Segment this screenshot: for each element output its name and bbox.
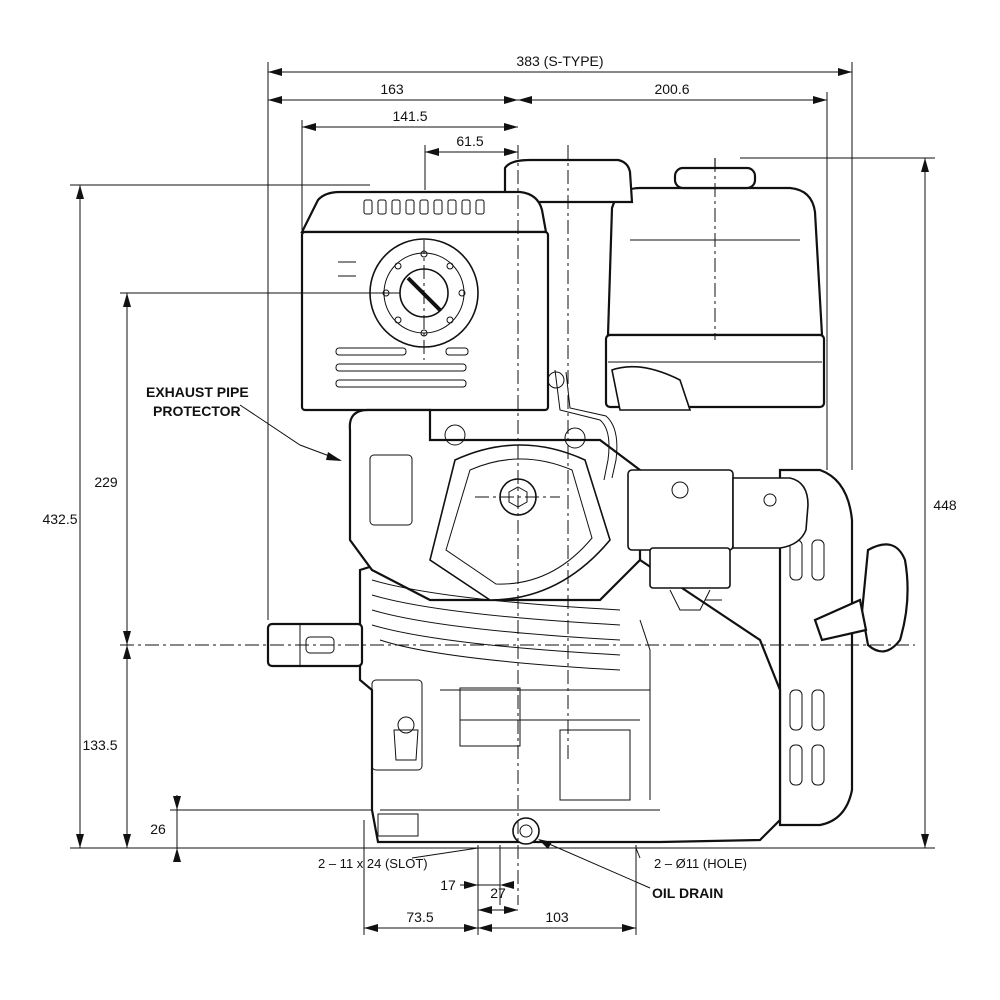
- dimension-lines: [70, 62, 935, 935]
- exhaust-protector-label-line2: PROTECTOR: [153, 403, 241, 419]
- callout-labels: EXHAUST PIPE PROTECTOR 2 – 11 x 24 (SLOT…: [146, 384, 747, 901]
- dim-61-5: 61.5: [456, 133, 483, 149]
- dim-73-5: 73.5: [406, 909, 433, 925]
- dim-26: 26: [150, 821, 166, 837]
- oil-drain-plug: [512, 817, 540, 845]
- hole-label: 2 – Ø11 (HOLE): [654, 856, 747, 871]
- dimension-labels: 383 (S-TYPE) 163 200.6 141.5 61.5 432.5 …: [42, 53, 956, 925]
- fuel-line: [444, 365, 692, 481]
- exhaust-protector-label-line1: EXHAUST PIPE: [146, 384, 249, 400]
- dim-448: 448: [933, 497, 957, 513]
- dim-229: 229: [94, 474, 118, 490]
- carburetor: [627, 469, 809, 611]
- dim-432-5: 432.5: [42, 511, 77, 527]
- dim-27: 27: [490, 885, 506, 901]
- recoil-starter: [778, 468, 909, 827]
- center-lines: [120, 145, 915, 905]
- dim-103: 103: [545, 909, 569, 925]
- oil-drain-label: OIL DRAIN: [652, 885, 723, 901]
- dim-163: 163: [380, 81, 404, 97]
- muffler: [300, 190, 550, 412]
- slot-label: 2 – 11 x 24 (SLOT): [318, 856, 428, 871]
- cylinder-head: [348, 408, 642, 602]
- engine-body: [266, 158, 909, 845]
- dim-383: 383 (S-TYPE): [516, 53, 603, 69]
- dim-133-5: 133.5: [82, 737, 117, 753]
- block-left-details: [369, 454, 423, 837]
- dim-141-5: 141.5: [392, 108, 427, 124]
- dim-200-6: 200.6: [654, 81, 689, 97]
- dim-17: 17: [440, 877, 456, 893]
